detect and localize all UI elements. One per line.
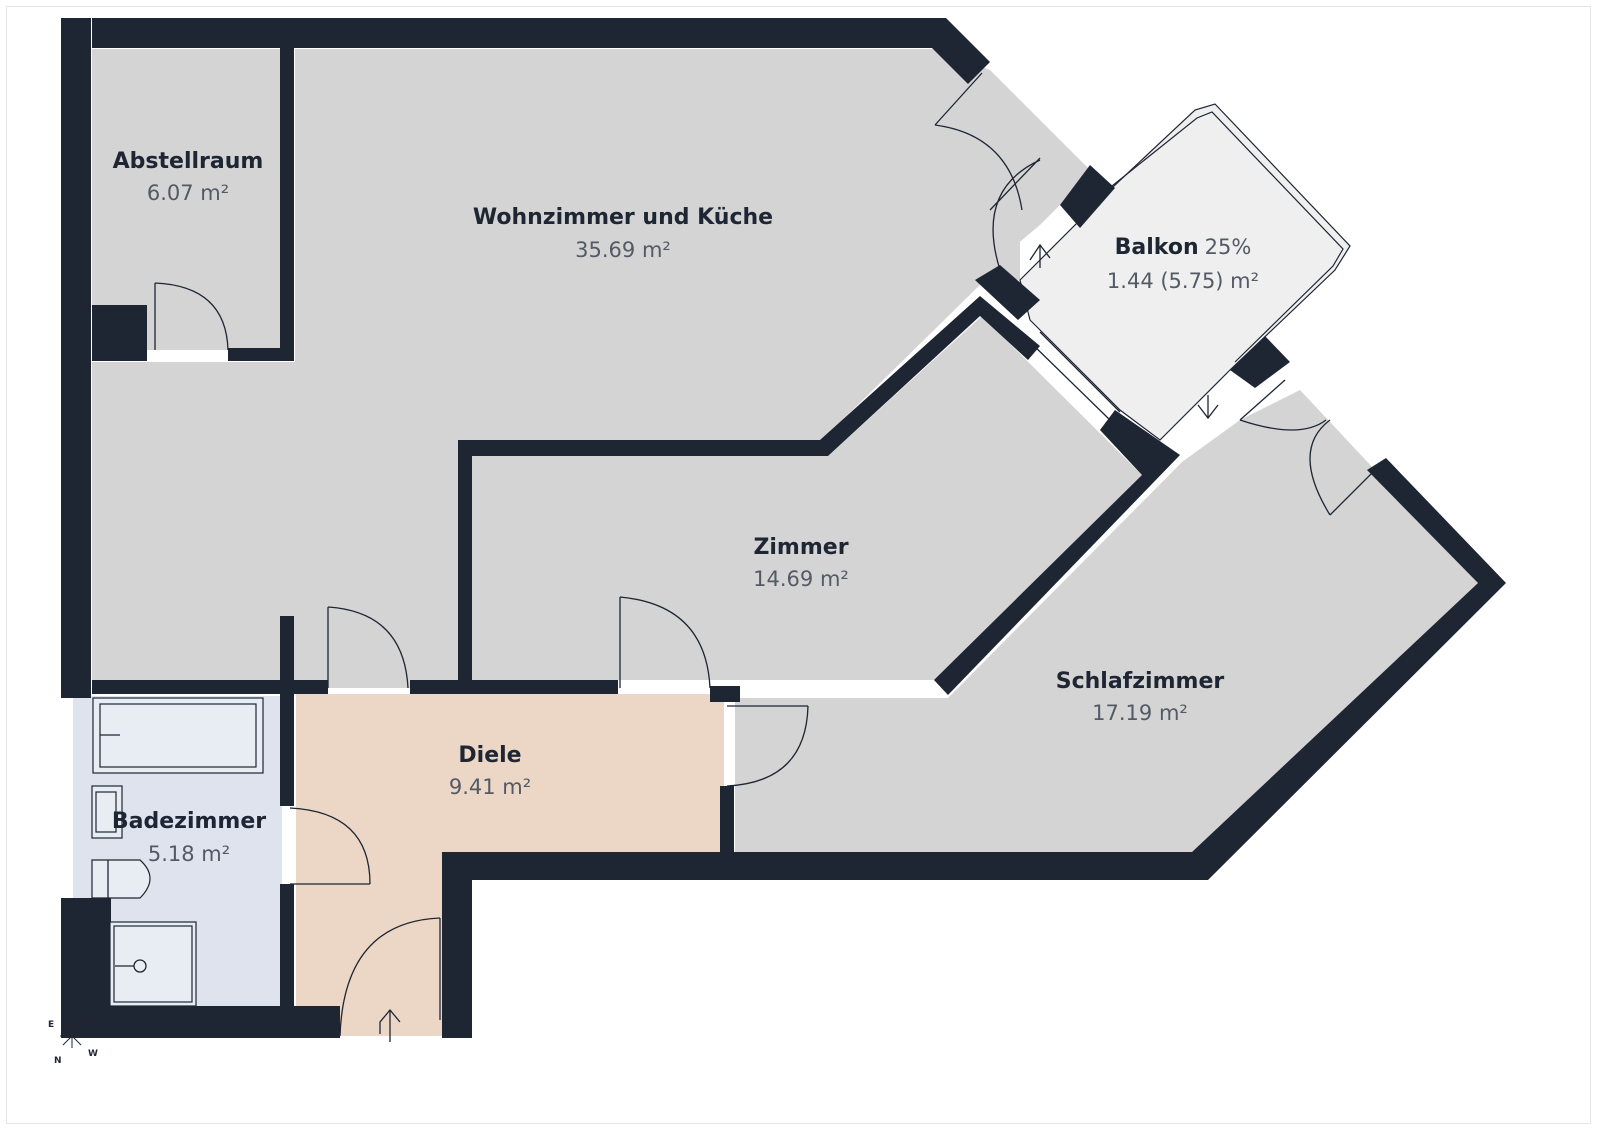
room-area-badezimmer: 5.18 m² [148, 842, 230, 866]
walls [61, 18, 1506, 1038]
room-name-wohnzimmer: Wohnzimmer und Küche [473, 205, 773, 230]
floor-schlafzimmer[interactable] [735, 390, 1478, 852]
room-area-schlafzimmer: 17.19 m² [1092, 701, 1188, 725]
floor-diele[interactable] [296, 694, 724, 1036]
room-area-zimmer: 14.69 m² [753, 567, 849, 591]
doors [154, 72, 1381, 1042]
room-percent-balkon: 25% [1205, 235, 1252, 259]
compass-rose: E S N W [48, 1015, 98, 1066]
compass-icon [60, 1020, 84, 1048]
floor-wohnzimmer[interactable] [92, 49, 1020, 688]
toilet [91, 859, 151, 899]
floor-zimmer[interactable] [472, 316, 1142, 680]
room-area-wohnzimmer: 35.69 m² [575, 238, 671, 262]
room-name-zimmer: Zimmer [753, 535, 848, 560]
compass-s: S [83, 1015, 89, 1025]
room-name-diele: Diele [458, 743, 521, 768]
room-name-abstellraum: Abstellraum [113, 149, 264, 174]
compass-n: N [54, 1056, 62, 1066]
compass-w: W [88, 1049, 98, 1059]
floor-door-alcove [935, 49, 1090, 250]
room-name-balkon: Balkon [1115, 235, 1199, 260]
floor-abstellraum[interactable] [92, 49, 283, 350]
room-area-balkon: 1.44 (5.75) m² [1107, 269, 1259, 293]
room-area-abstellraum: 6.07 m² [147, 181, 229, 205]
room-name-schlafzimmer: Schlafzimmer [1056, 669, 1225, 694]
compass-e: E [48, 1020, 54, 1030]
floor-balkon[interactable] [1019, 103, 1351, 441]
bath-fixtures [91, 697, 264, 1007]
balkon-railing [1111, 111, 1344, 363]
room-area-diele: 9.41 m² [449, 775, 531, 799]
room-name-badezimmer: Badezimmer [112, 809, 266, 834]
